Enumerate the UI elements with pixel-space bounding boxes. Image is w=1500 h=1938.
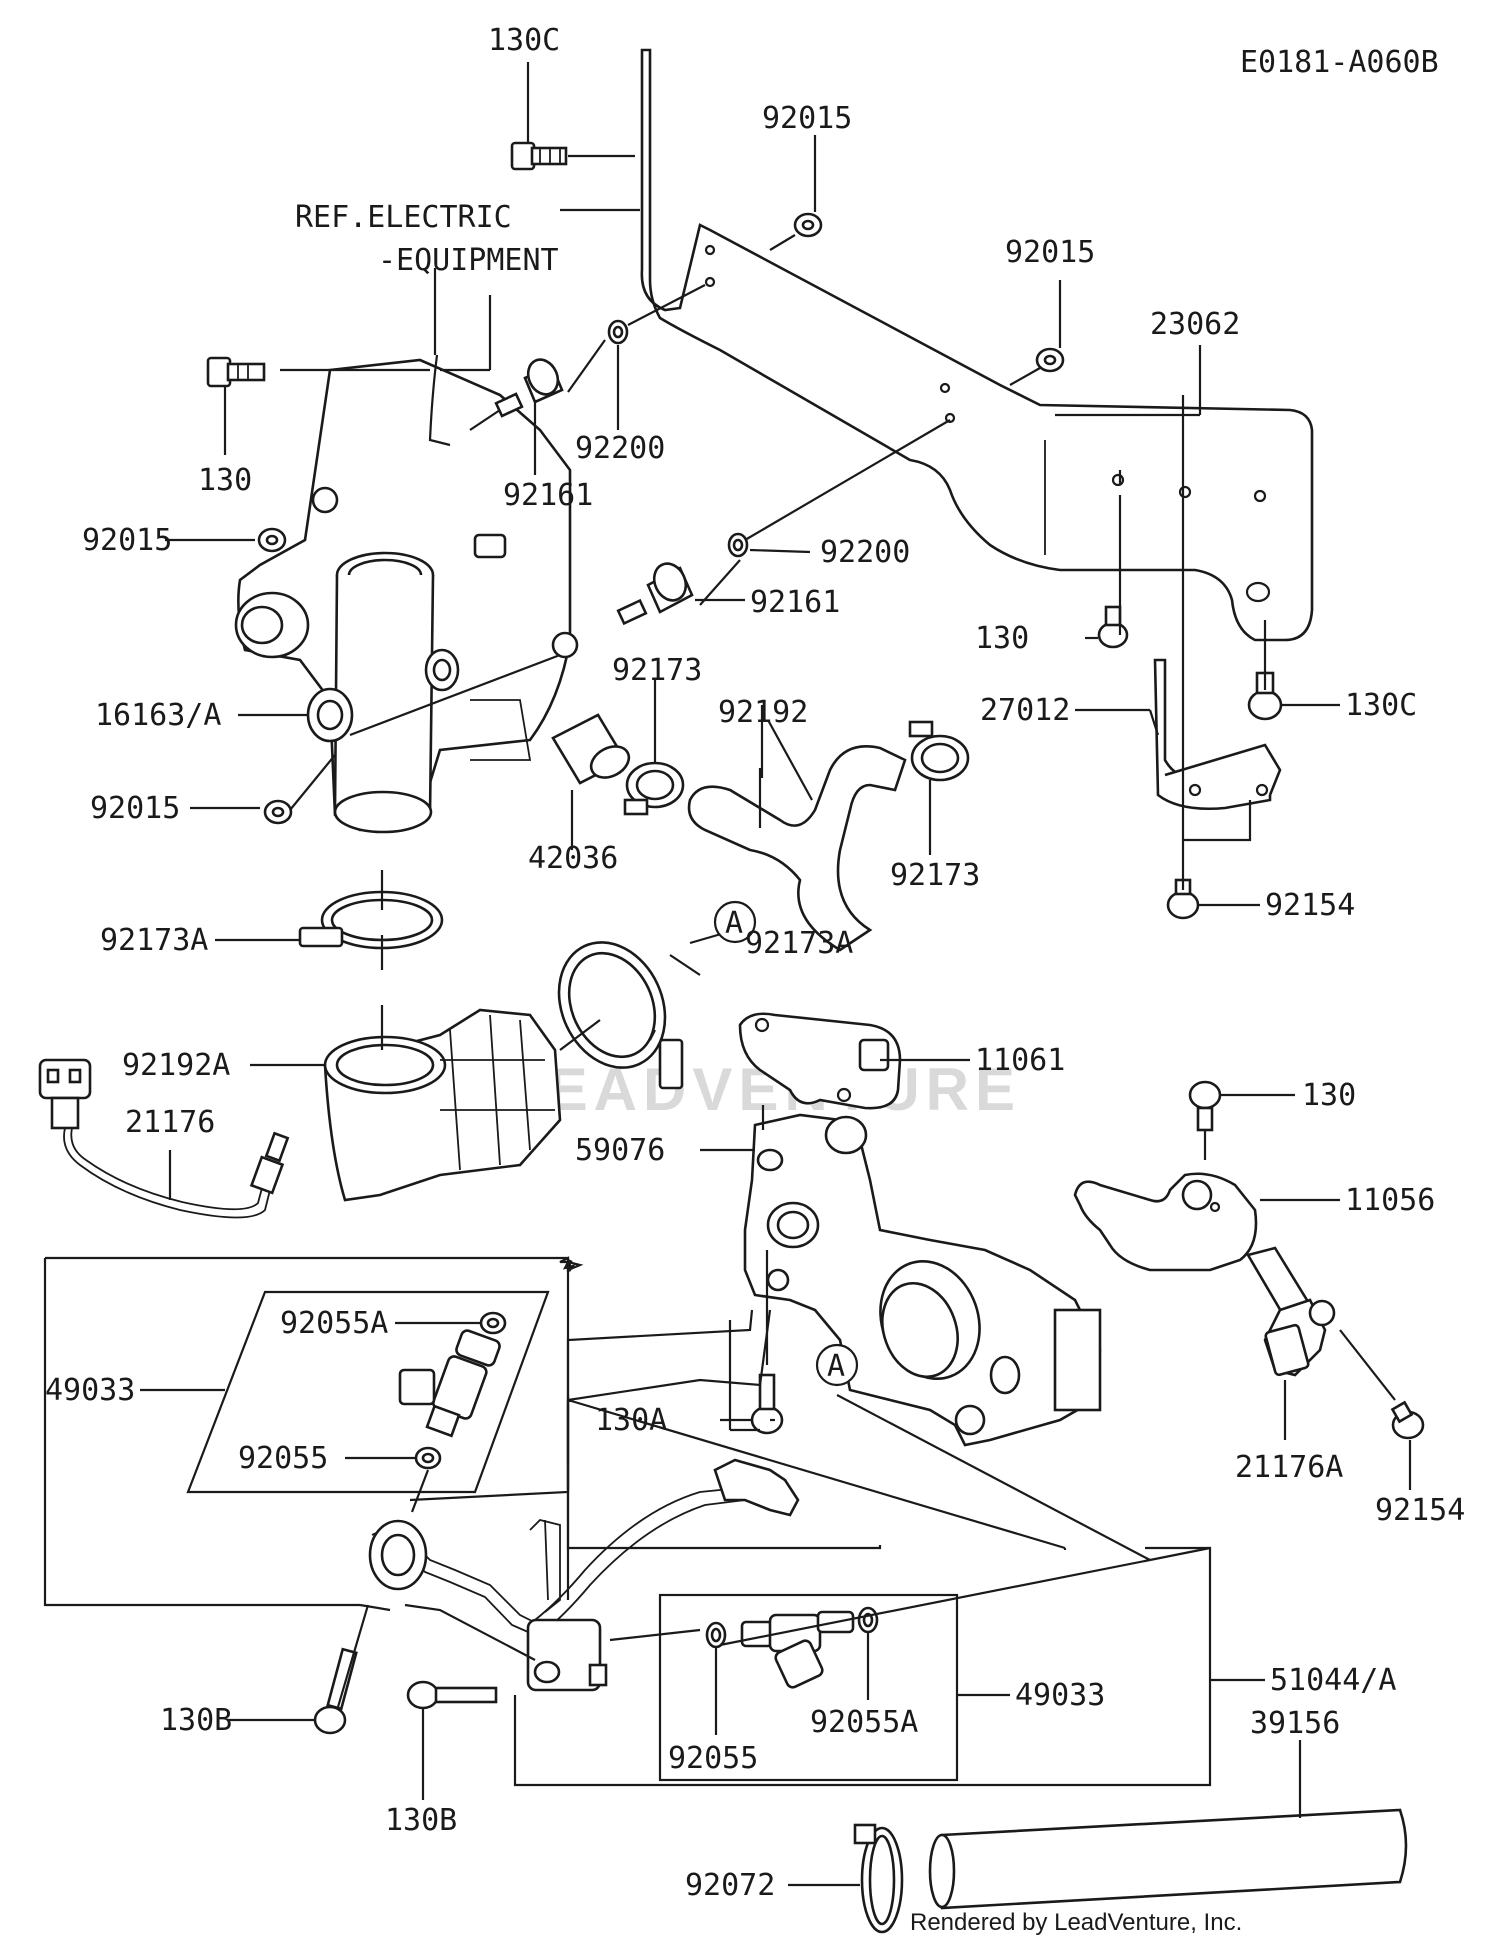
callout-92161-b: 92161	[750, 585, 840, 620]
callout-92055a-left: 92055A	[280, 1306, 388, 1341]
nut-92015-a	[793, 212, 823, 238]
marker-a-top-text: A	[725, 906, 743, 941]
callout-92015-right: 92015	[1005, 235, 1095, 270]
callout-92173a-left: 92173A	[100, 923, 208, 958]
callout-130-11056: 130	[1302, 1078, 1356, 1113]
callout-16163a: 16163/A	[95, 698, 221, 733]
callout-92015-top: 92015	[762, 101, 852, 136]
callout-11056: 11056	[1345, 1183, 1435, 1218]
marker-a-bottom: A	[815, 1343, 859, 1387]
callout-130b-left: 130B	[160, 1703, 232, 1738]
sensor-21176	[38, 1058, 290, 1219]
callout-92154-b: 92154	[1375, 1493, 1465, 1528]
callout-92154-a: 92154	[1265, 888, 1355, 923]
callout-49033-left: 49033	[45, 1373, 135, 1408]
callout-92173-b: 92173	[890, 858, 980, 893]
bolt-130b-center	[406, 1680, 498, 1710]
clamp-92173a-right	[557, 941, 684, 1090]
clamp-92173-b	[908, 720, 970, 782]
nut-92015-d	[263, 799, 293, 825]
clamp-92173a-left	[298, 890, 444, 950]
callout-92200-a: 92200	[575, 431, 665, 466]
fuel-pipe-51044a	[368, 1458, 800, 1692]
marker-a-bottom-text: A	[827, 1349, 845, 1384]
ref-note-line2: -EQUIPMENT	[378, 243, 559, 278]
duct-92192a	[323, 1008, 562, 1202]
callout-92192: 92192	[718, 695, 808, 730]
callout-labels: 130C 92015 92015 23062 130 92200 92161 9…	[45, 23, 1465, 1903]
spacer-92161-a	[494, 358, 564, 418]
marker-a-top: A	[713, 900, 757, 944]
callout-21176: 21176	[125, 1105, 215, 1140]
callout-42036: 42036	[528, 841, 618, 876]
callout-21176a: 21176A	[1235, 1450, 1343, 1485]
callout-92173a-right: 92173A	[745, 926, 853, 961]
bracket-11056	[1073, 1172, 1258, 1272]
bolt-130-11056	[1188, 1080, 1222, 1132]
callout-11061: 11061	[975, 1043, 1065, 1078]
callout-39156: 39156	[1250, 1706, 1340, 1741]
callout-92055a-right: 92055A	[810, 1705, 918, 1740]
callout-23062: 23062	[1150, 307, 1240, 342]
clamp-92173-a	[623, 761, 685, 816]
bolt-130b-left	[313, 1647, 358, 1735]
callout-92161-a: 92161	[503, 478, 593, 513]
callout-130c-top: 130C	[488, 23, 560, 58]
callout-130-left: 130	[198, 463, 252, 498]
pipe-42036	[551, 713, 631, 785]
throttle-body	[234, 358, 579, 834]
callout-27012: 27012	[980, 693, 1070, 728]
washer-92200-b	[727, 532, 749, 558]
bracket-23062	[640, 48, 1314, 642]
callout-92055-left: 92055	[238, 1441, 328, 1476]
bolt-130c-top	[510, 141, 568, 171]
callout-49033-right: 49033	[1015, 1678, 1105, 1713]
callout-92055-right: 92055	[668, 1741, 758, 1776]
callout-92015-left: 92015	[82, 523, 172, 558]
hose-92192	[687, 745, 907, 952]
washer-92200-a	[607, 319, 629, 345]
manifold-59076	[743, 1113, 1102, 1447]
nut-92015-b	[1035, 347, 1065, 373]
gasket-11061	[738, 1012, 902, 1110]
clamp-92072	[853, 1823, 904, 1934]
callout-59076: 59076	[575, 1133, 665, 1168]
leader-lines	[43, 62, 1412, 1887]
callout-92200-b: 92200	[820, 535, 910, 570]
bolt-130-left	[206, 356, 266, 388]
callout-51044a: 51044/A	[1270, 1663, 1396, 1698]
callout-130c-right: 130C	[1345, 688, 1417, 723]
hose-39156	[928, 1808, 1408, 1910]
bolt-92154-b	[1390, 1400, 1425, 1440]
nut-92015-c	[257, 527, 287, 553]
ref-note-line1: REF.ELECTRIC	[295, 200, 512, 235]
callout-130a: 130A	[595, 1403, 667, 1438]
bolt-130-bracket	[1097, 605, 1129, 649]
bolt-130a	[750, 1373, 784, 1435]
callout-130-right: 130	[975, 621, 1029, 656]
callout-92192a: 92192A	[122, 1048, 230, 1083]
diagram-code: E0181-A060B	[1240, 45, 1439, 80]
callout-92173-a: 92173	[612, 653, 702, 688]
bracket-27012	[1153, 658, 1282, 811]
callout-130b-center: 130B	[385, 1803, 457, 1838]
sensor-21176a	[1246, 1246, 1336, 1377]
bolt-130c-right	[1247, 671, 1283, 721]
credit-text: Rendered by LeadVenture, Inc.	[910, 1909, 1242, 1936]
callout-92015-bottom: 92015	[90, 791, 180, 826]
spacer-92161-b	[616, 562, 694, 626]
callout-92072: 92072	[685, 1868, 775, 1903]
